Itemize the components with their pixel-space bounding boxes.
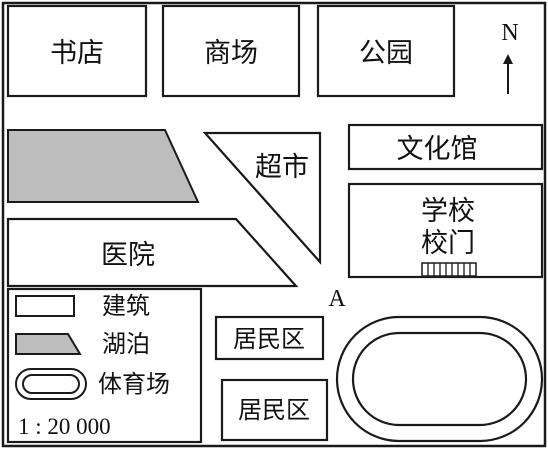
legend-lake-swatch bbox=[15, 333, 82, 355]
culture-hall-block bbox=[347, 123, 544, 171]
bookstore-block bbox=[6, 4, 148, 98]
culture-hall-label: 文化馆 bbox=[397, 134, 478, 165]
park-block bbox=[316, 4, 456, 98]
school-label: 学校 bbox=[421, 196, 475, 227]
residential-block-1 bbox=[214, 315, 325, 361]
legend-stadium-swatch-inner bbox=[22, 374, 80, 394]
north-label: N bbox=[501, 20, 518, 46]
supermarket-label: 超市 bbox=[255, 152, 309, 183]
hospital-label: 医院 bbox=[101, 240, 155, 271]
residential-label-2: 居民区 bbox=[238, 396, 310, 424]
residential-label-1: 居民区 bbox=[233, 325, 305, 353]
mall-label: 商场 bbox=[204, 38, 258, 69]
park-label: 公园 bbox=[359, 38, 413, 69]
school-block bbox=[347, 182, 544, 279]
north-arrowhead-icon bbox=[503, 54, 513, 64]
school-gate-icon bbox=[421, 262, 477, 277]
legend-building-label: 建筑 bbox=[102, 292, 150, 320]
legend-stadium-label: 体育场 bbox=[98, 370, 170, 398]
residential-block-2 bbox=[220, 378, 329, 442]
legend-building-swatch bbox=[15, 295, 75, 317]
supermarket-block bbox=[202, 131, 322, 265]
school-gate-bars bbox=[427, 263, 471, 276]
legend-lake-label: 湖泊 bbox=[102, 330, 150, 358]
stadium-inner bbox=[351, 331, 528, 427]
point-a-label: A bbox=[328, 286, 346, 312]
lake-shape bbox=[7, 129, 200, 203]
school-gate-label: 校门 bbox=[421, 228, 475, 259]
hospital-block bbox=[6, 217, 299, 288]
legend-scale: 1 : 20 000 bbox=[18, 414, 111, 439]
mall-block bbox=[161, 4, 301, 98]
bookstore-label: 书店 bbox=[50, 38, 104, 69]
